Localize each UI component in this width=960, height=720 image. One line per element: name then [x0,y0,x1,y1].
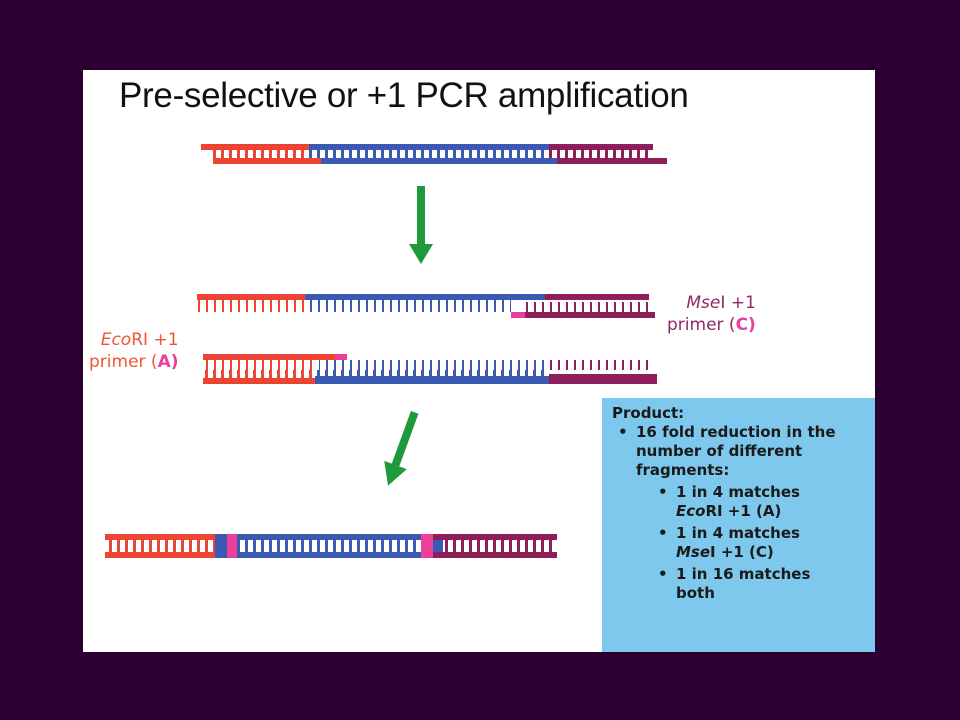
msei-enzyme-name: Mse [686,293,721,313]
ecori-enzyme-name: Eco [100,330,132,350]
denatured-strand-upper [197,294,649,312]
product-list: 16 fold reduction in the number of diffe… [612,423,875,603]
slide-canvas: Pre-selective or +1 PCR amplification [83,70,875,652]
product-fragment [105,534,557,558]
denatured-strand-lower [203,360,657,384]
product-bullet-main: 16 fold reduction in the number of diffe… [618,423,875,603]
page-title: Pre-selective or +1 PCR amplification [119,76,689,115]
ecori-primer [203,354,347,370]
msei-primer-label: MseI +1 primer (C) [667,293,756,335]
product-sub-item-msei: 1 in 4 matches MseI +1 (C) [658,524,875,562]
ecori-primer-label: EcoRI +1 primer (A) [89,330,179,372]
pcr-diagram [105,144,667,558]
down-arrow-icon [409,186,433,264]
template-fragment-top [201,144,667,164]
product-sublist: 1 in 4 matches EcoRI +1 (A) 1 in 4 match… [636,483,875,603]
product-summary-box: Product: 16 fold reduction in the number… [602,398,875,652]
diagonal-arrow-icon [384,411,419,486]
product-sub-item-both: 1 in 16 matches both [658,565,875,603]
msei-primer [511,302,655,318]
product-sub-item-ecori: 1 in 4 matches EcoRI +1 (A) [658,483,875,521]
product-heading: Product: [612,404,685,422]
